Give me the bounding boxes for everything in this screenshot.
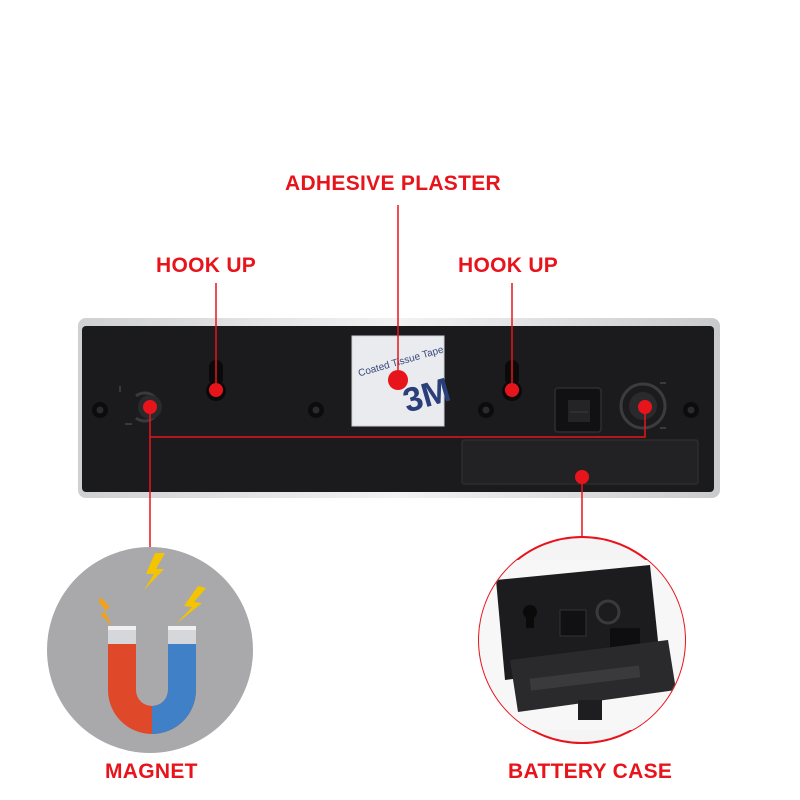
battery-cover [461,439,699,485]
screw-left [92,402,108,418]
dot-hook-right [505,383,519,397]
spark-icon [98,598,112,626]
dot-magnet-right [638,400,652,414]
dot-adhesive [388,370,408,390]
label-hook-up-left: HOOK UP [156,254,257,277]
spark-icon [144,553,165,590]
power-switch [554,387,602,433]
label-magnet: MAGNET [105,760,198,783]
callout-lines [149,205,646,548]
magnet-illustration [47,547,253,753]
screw-right [683,402,699,418]
spark-icon [176,586,206,624]
dot-hook-left [209,383,223,397]
dot-battery [575,470,589,484]
screw-right-inner [478,402,494,418]
screw-mid [308,402,324,418]
label-adhesive-plaster: ADHESIVE PLASTER [285,172,501,195]
dot-magnet-left [143,400,157,414]
callout-line-magnet-bar [149,407,646,438]
label-hook-up-right: HOOK UP [458,254,559,277]
battery-zoom [478,536,686,744]
label-battery-case: BATTERY CASE [508,760,673,783]
